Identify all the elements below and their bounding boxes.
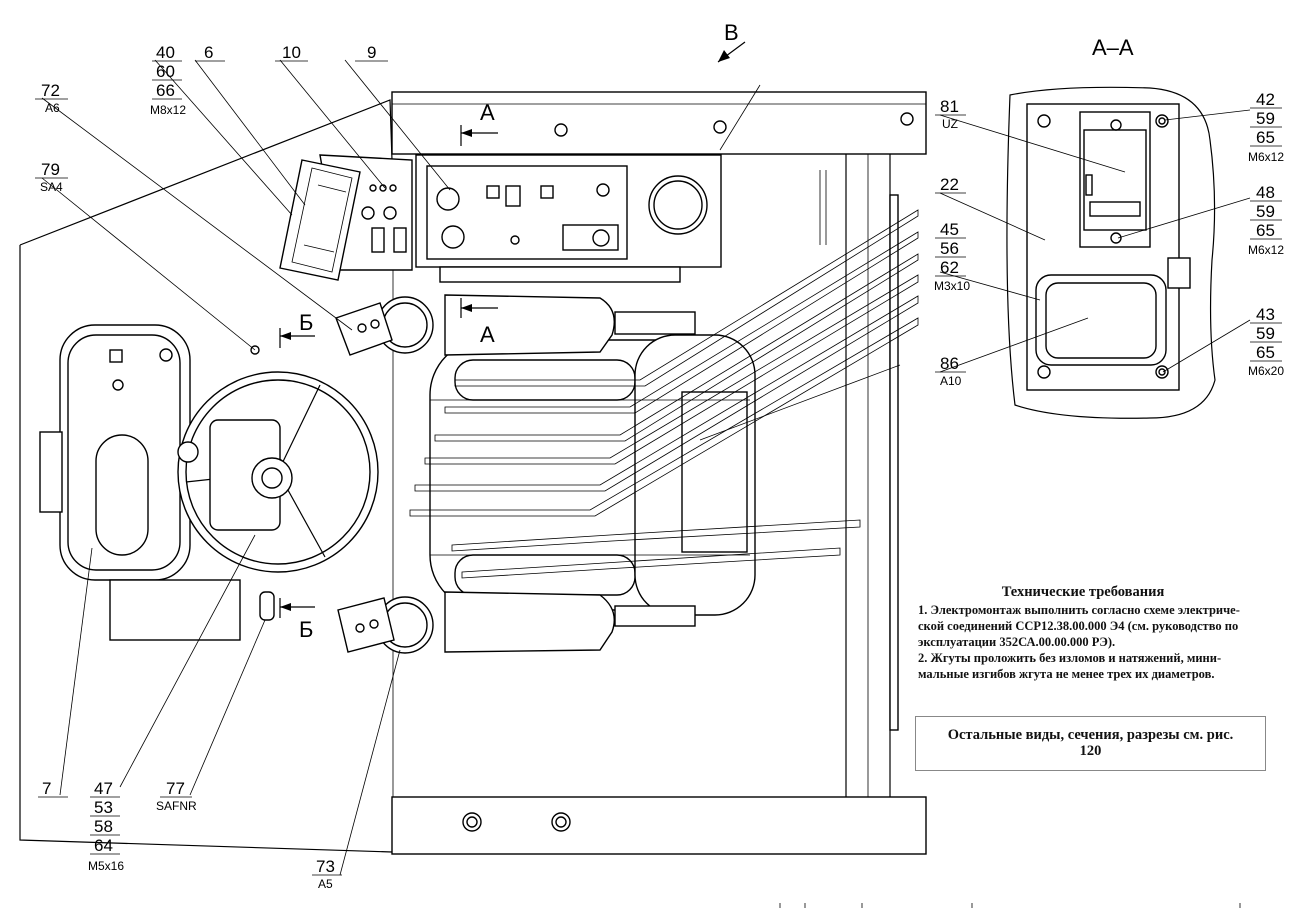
reference-line: 120: [1079, 743, 1102, 759]
callout-6: 6: [204, 43, 213, 62]
callout-number: 65: [1256, 343, 1275, 362]
frame-rails: [819, 154, 899, 800]
technical-requirements-title: Технические требования: [1001, 584, 1165, 600]
callout-number: 42: [1256, 90, 1275, 109]
callout-number: 65: [1256, 128, 1275, 147]
note-line: 1. Электромонтаж выполнить согласно схем…: [918, 603, 1240, 617]
callout-shelves: [35, 60, 1282, 876]
note-line: эксплуатации 352СА.00.00.000 РЭ).: [918, 635, 1116, 649]
note-line: 2. Жгуты проложить без изломов и натяжен…: [918, 651, 1222, 665]
callout-number: 66: [156, 81, 175, 100]
view-b-arrow: [717, 41, 761, 151]
callout-sub: M5x16: [88, 859, 124, 873]
callout-number: 59: [1256, 202, 1275, 221]
reference-line: Остальные виды, сечения, разрезы см. рис…: [947, 727, 1234, 743]
fuse-box: [279, 159, 361, 281]
callout-number: 64: [94, 836, 113, 855]
callout-47: 47 53 58 64 M5x16: [88, 779, 124, 873]
callout-40: 40 60 66 M8x12: [150, 43, 186, 117]
callout-77: 77 SAFNR: [156, 779, 197, 813]
callout-48: 48 59 65 M6x12: [1248, 183, 1284, 257]
cut-b-top-label: Б: [299, 310, 313, 335]
callout-number: 53: [94, 798, 113, 817]
callout-number: 86: [940, 354, 959, 373]
callout-sub: UZ: [942, 117, 958, 131]
callout-sub: A6: [45, 101, 60, 115]
reference-box: Остальные виды, сечения, разрезы см. рис…: [915, 716, 1266, 771]
callout-79: 79 SA4: [40, 160, 63, 194]
view-b-label: В: [724, 20, 739, 45]
cut-b-bottom-label: Б: [299, 617, 313, 642]
operator-seat: [429, 334, 756, 616]
callout-number: 72: [41, 81, 60, 100]
bottom-beam: [391, 796, 927, 855]
callout-42: 42 59 65 M6x12: [1248, 90, 1284, 164]
armrests: [444, 294, 696, 653]
note-line: ской соединений ССР12.38.00.000 Э4 (см. …: [918, 619, 1239, 633]
callout-number: 59: [1256, 324, 1275, 343]
callout-number: 81: [940, 97, 959, 116]
callout-sub: M8x12: [150, 103, 186, 117]
sheet-border-ticks: [779, 903, 1241, 908]
callout-sub: M6x12: [1248, 243, 1284, 257]
callout-number: 62: [940, 258, 959, 277]
joystick-bottom: [337, 596, 434, 654]
callout-sub: M3x10: [934, 279, 970, 293]
callout-number: 45: [940, 220, 959, 239]
callout-number: 48: [1256, 183, 1275, 202]
callout-number: 77: [166, 779, 185, 798]
control-console: [415, 154, 722, 283]
callout-10: 10: [282, 43, 301, 62]
dashboard-panel: [39, 324, 241, 641]
callout-number: 73: [316, 857, 335, 876]
callout-number: 47: [94, 779, 113, 798]
section-aa-label: А–А: [1092, 35, 1134, 60]
callout-73: 73 A5: [316, 857, 335, 891]
callout-sub: M6x20: [1248, 364, 1284, 378]
callout-number: 58: [94, 817, 113, 836]
callout-72: 72 A6: [41, 81, 60, 115]
top-beam: [391, 91, 927, 155]
callout-sub: M6x12: [1248, 150, 1284, 164]
callout-86: 86 A10: [940, 354, 962, 388]
cut-a-top-label: А: [480, 100, 495, 125]
section-aa-detail: [1006, 86, 1216, 419]
callout-number: 59: [1256, 109, 1275, 128]
callout-45: 45 56 62 M3x10: [934, 220, 970, 293]
cut-plane-markers: [279, 125, 498, 618]
steering-wheel: [177, 345, 379, 621]
callout-number: 40: [156, 43, 175, 62]
callout-22: 22: [940, 175, 959, 194]
callout-number: 43: [1256, 305, 1275, 324]
callout-9: 9: [367, 43, 376, 62]
callout-number: 60: [156, 62, 175, 81]
leader-lines: [41, 59, 1251, 876]
note-line: мальные изгибов жгута не менее трех их д…: [918, 667, 1215, 681]
joystick-top: [335, 296, 434, 356]
callout-sub: A5: [318, 877, 333, 891]
callout-43: 43 59 65 M6x20: [1248, 305, 1284, 378]
technical-requirements: Технические требования 1. Электромонтаж …: [918, 584, 1248, 682]
callout-sub: SAFNR: [156, 799, 197, 813]
cut-a-bottom-label: А: [480, 322, 495, 347]
cut-plane-stripes: [409, 209, 919, 579]
callout-sub: A10: [940, 374, 962, 388]
callout-81: 81 UZ: [940, 97, 959, 131]
callout-7: 7: [42, 779, 51, 798]
callout-sub: SA4: [40, 180, 63, 194]
callout-number: 79: [41, 160, 60, 179]
callout-number: 65: [1256, 221, 1275, 240]
callout-number: 56: [940, 239, 959, 258]
